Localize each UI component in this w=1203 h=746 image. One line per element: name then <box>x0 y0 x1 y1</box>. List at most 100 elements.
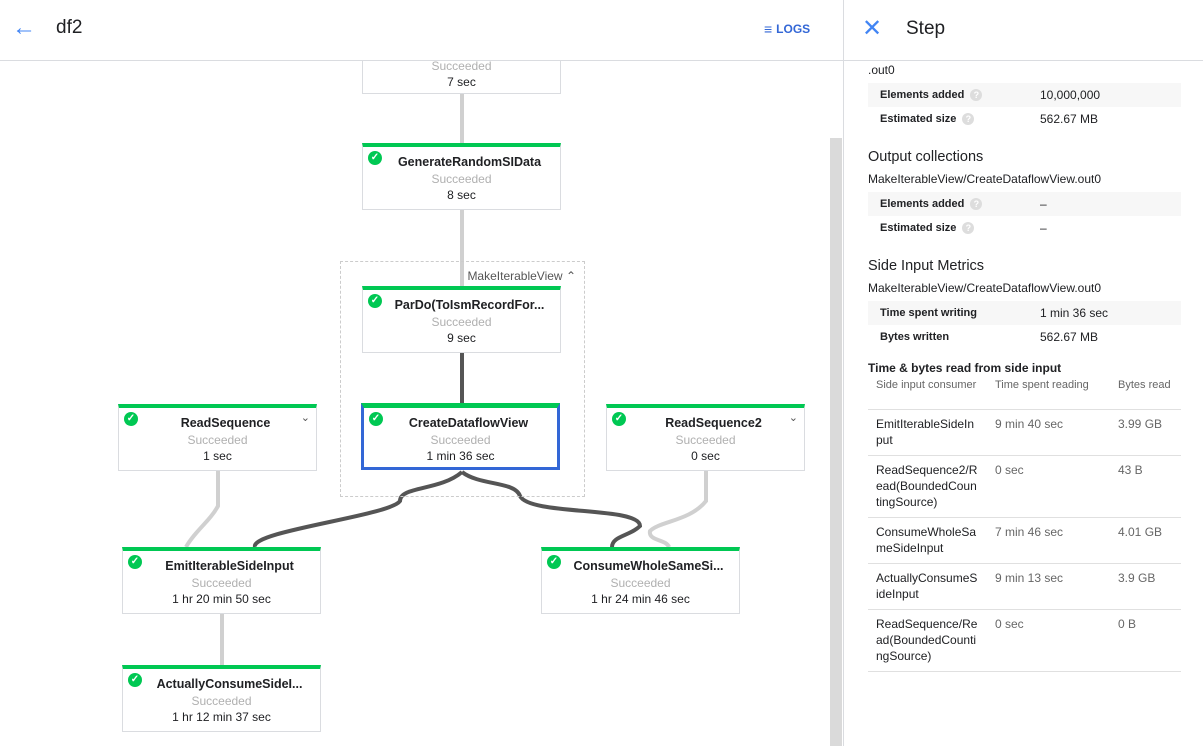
help-icon[interactable]: ? <box>970 89 983 102</box>
step-name: ReadSequence <box>180 416 271 430</box>
side-input-read-heading: Time & bytes read from side input <box>868 361 1062 375</box>
success-check-icon: ✓ <box>128 673 142 687</box>
success-check-icon: ✓ <box>124 412 138 426</box>
list-icon: ≡ <box>764 21 773 37</box>
group-collapse-toggle[interactable]: MakeIterableView ⌃ <box>467 269 576 283</box>
table-cell: 43 B <box>1110 455 1181 518</box>
table-cell: 3.9 GB <box>1110 563 1181 610</box>
edge <box>184 471 220 549</box>
step-status: Succeeded <box>431 61 492 73</box>
success-check-icon: ✓ <box>369 412 383 426</box>
step-status: Succeeded <box>191 694 252 708</box>
metric-row: Bytes written 562.67 MB <box>868 325 1181 349</box>
table-cell: 9 min 40 sec <box>987 409 1110 456</box>
step-status: Succeeded <box>675 433 736 447</box>
chevron-down-icon[interactable]: ⌄ <box>300 412 310 424</box>
close-icon[interactable]: ✕ <box>862 15 883 42</box>
step-status: Succeeded <box>191 576 252 590</box>
edge <box>253 470 464 548</box>
output-collection-name: MakeIterableView/CreateDataflowView.out0 <box>868 172 1102 186</box>
graph-edges <box>184 94 708 665</box>
step-name: ReadSequence2 <box>665 416 762 430</box>
success-check-icon: ✓ <box>368 151 382 165</box>
step-time: 1 sec <box>203 449 232 463</box>
top-bar: ← df2 ≡LOGS <box>0 0 843 61</box>
pipeline-graph[interactable]: MakeIterableView ⌃ Succeeded 7 sec ✓ Gener… <box>0 61 843 746</box>
step-name: CreateDataflowView <box>408 416 529 430</box>
group-make-iterable-view: MakeIterableView ⌃ <box>340 261 585 497</box>
metric-label: Estimated size <box>880 112 957 125</box>
table-cell: 3.99 GB <box>1110 409 1181 456</box>
step-node[interactable]: ✓ ⌄ ReadSequence Succeeded 1 sec <box>118 404 317 471</box>
step-time: 1 hr 12 min 37 sec <box>172 710 271 724</box>
step-node[interactable]: ✓ ConsumeWholeSameSi... Succeeded 1 hr 24… <box>541 547 740 614</box>
chevron-down-icon[interactable]: ⌄ <box>788 412 798 424</box>
table-cell: ActuallyConsumeSideInput <box>868 563 987 610</box>
step-time: 1 hr 20 min 50 sec <box>172 592 271 606</box>
step-time: 0 sec <box>691 449 720 463</box>
help-icon[interactable]: ? <box>962 113 975 126</box>
step-time: 7 sec <box>447 75 476 89</box>
metric-value: – <box>1040 197 1047 211</box>
step-name: ParDo(ToIsmRecordFor... <box>394 298 545 312</box>
table-cell: EmitIterableSideInput <box>868 409 987 456</box>
step-status: Succeeded <box>187 433 248 447</box>
metric-row: Elements added?– <box>868 192 1181 216</box>
step-name: GenerateRandomSIData <box>397 155 542 169</box>
help-icon[interactable]: ? <box>970 198 983 211</box>
step-node[interactable]: ✓EmitIterableSideInput Succeeded 1 hr 20… <box>122 547 321 614</box>
table-cell: ReadSequence/Read(BoundedCountingSource) <box>868 609 987 672</box>
step-time: 1 min 36 sec <box>426 449 495 463</box>
step-status: Succeeded <box>431 172 492 186</box>
metric-row: Elements added?10,000,000 <box>868 83 1181 107</box>
side-input-name: MakeIterableView/CreateDataflowView.out0 <box>868 281 1102 295</box>
metric-value: 562.67 MB <box>1040 112 1099 126</box>
step-time: 9 sec <box>447 331 476 345</box>
step-status: Succeeded <box>431 315 492 329</box>
input-collection-name: .out0 <box>868 63 895 77</box>
step-status: Succeeded <box>610 576 671 590</box>
metric-value: 562.67 MB <box>1040 330 1099 344</box>
logs-button[interactable]: ≡LOGS <box>764 21 811 37</box>
table-cell: ReadSequence2/Read(BoundedCountingSource… <box>868 455 987 518</box>
success-check-icon: ✓ <box>547 555 561 569</box>
metric-label: Bytes written <box>880 331 950 343</box>
metric-row: Estimated size?– <box>868 216 1181 240</box>
step-name: ConsumeWholeSameSi... <box>573 559 724 573</box>
edge <box>647 471 708 549</box>
step-node[interactable]: ✓ ActuallyConsumeSideI... Succeeded 1 hr … <box>122 665 321 732</box>
step-node[interactable]: ✓ CreateDataflowView Succeeded 1 min 36 s… <box>361 403 560 470</box>
metric-value: – <box>1040 221 1047 235</box>
step-node[interactable]: ✓ GenerateRandomSIData Succeeded 8 sec <box>362 143 561 210</box>
job-title: df2 <box>56 17 83 38</box>
step-node[interactable]: ✓ ParDo(ToIsmRecordFor... Succeeded 9 sec <box>362 286 561 353</box>
side-input-heading: Side Input Metrics <box>868 258 985 274</box>
edge <box>460 470 643 548</box>
step-node[interactable]: ✓ ⌄ ReadSequence2 Succeeded 0 sec <box>606 404 805 471</box>
step-time: 8 sec <box>447 188 476 202</box>
success-check-icon: ✓ <box>368 294 382 308</box>
output-collections-heading: Output collections <box>868 149 984 165</box>
step-time: 1 hr 24 min 46 sec <box>591 592 690 606</box>
metric-label: Time spent writing <box>880 307 977 319</box>
step-name: ActuallyConsumeSideI... <box>156 677 303 691</box>
help-icon[interactable]: ? <box>962 222 975 235</box>
table-cell: ConsumeWholeSameSideInput <box>868 517 987 564</box>
success-check-icon: ✓ <box>128 555 142 569</box>
scrollbar[interactable] <box>830 138 842 746</box>
back-arrow-icon[interactable]: ← <box>12 14 36 41</box>
step-status: Succeeded <box>430 433 491 447</box>
table-cell: 0 sec <box>987 609 1110 672</box>
step-node[interactable]: Succeeded 7 sec <box>362 61 561 94</box>
table-row: ReadSequence/Read(BoundedCountingSource)… <box>868 609 1181 672</box>
table-cell: 4.01 GB <box>1110 517 1181 564</box>
success-check-icon: ✓ <box>612 412 626 426</box>
column-header: Side input consumer <box>868 379 987 410</box>
metric-row: Estimated size? 562.67 MB <box>868 107 1181 131</box>
